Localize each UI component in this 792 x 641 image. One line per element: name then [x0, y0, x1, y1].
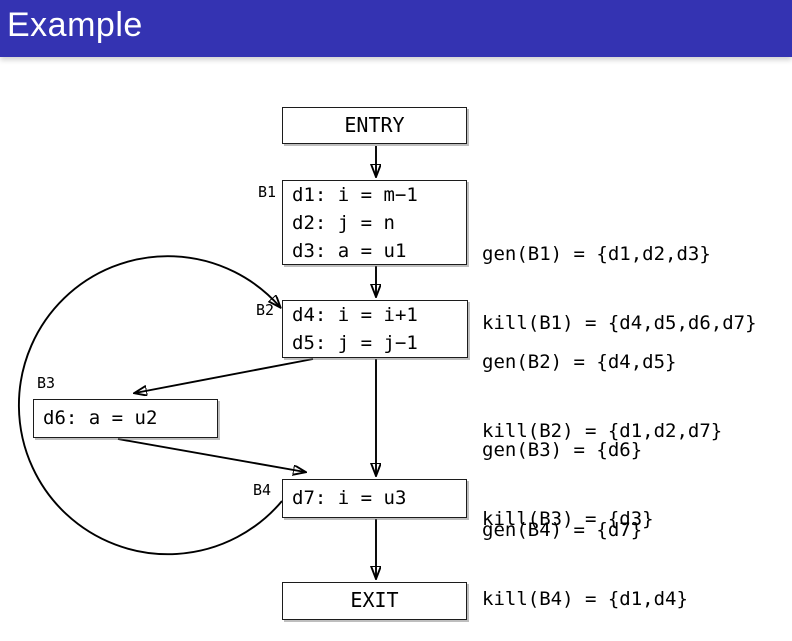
- statement-d5: d5: j = j−1: [292, 332, 418, 354]
- node-b1: d1: i = m−1 d2: j = n d3: a = u1: [282, 180, 467, 265]
- edge-b2-b3: [135, 358, 314, 393]
- kill-b2: kill(B2) = {d1,d2,d7}: [482, 420, 723, 442]
- slide-title: Example: [7, 6, 143, 44]
- genkill-b4: gen(B4) = {d7} kill(B4) = {d1,d4}: [482, 473, 688, 641]
- block-tag-b1: B1: [258, 183, 277, 201]
- node-entry: ENTRY: [282, 107, 467, 144]
- gen-b2: gen(B2) = {d4,d5}: [482, 351, 677, 373]
- slide-title-bar: Example: [0, 0, 792, 57]
- statement-d2: d2: j = n: [292, 212, 395, 234]
- node-b4: d7: i = u3: [282, 479, 467, 518]
- block-tag-b3: B3: [37, 374, 56, 392]
- node-exit: EXIT: [282, 582, 467, 620]
- entry-label: ENTRY: [344, 113, 405, 137]
- kill-b4: kill(B4) = {d1,d4}: [482, 588, 688, 610]
- statement-d4: d4: i = i+1: [292, 304, 418, 326]
- genkill-b2: gen(B2) = {d4,d5} kill(B2) = {d1,d2,d7}: [482, 305, 722, 489]
- gen-b3: gen(B3) = {d6}: [482, 439, 643, 461]
- gen-b4: gen(B4) = {d7}: [482, 519, 643, 541]
- exit-label: EXIT: [350, 588, 399, 612]
- edge-b3-b4: [117, 438, 305, 472]
- kill-b3: kill(B3) = {d3}: [482, 508, 654, 530]
- statement-d1: d1: i = m−1: [292, 184, 418, 206]
- statement-d6: d6: a = u2: [43, 407, 158, 429]
- block-tag-b2: B2: [256, 301, 275, 319]
- gen-b1: gen(B1) = {d1,d2,d3}: [482, 243, 711, 265]
- block-tag-b4: B4: [253, 481, 272, 499]
- statement-d7: d7: i = u3: [292, 487, 407, 509]
- genkill-b1: gen(B1) = {d1,d2,d3} kill(B1) = {d4,d5,d…: [482, 197, 757, 381]
- node-b2: d4: i = i+1 d5: j = j−1: [282, 300, 468, 358]
- statement-d3: d3: a = u1: [292, 240, 407, 262]
- node-b3: d6: a = u2: [33, 399, 218, 438]
- kill-b1: kill(B1) = {d4,d5,d6,d7}: [482, 312, 757, 334]
- genkill-b3: gen(B3) = {d6} kill(B3) = {d3}: [482, 393, 654, 577]
